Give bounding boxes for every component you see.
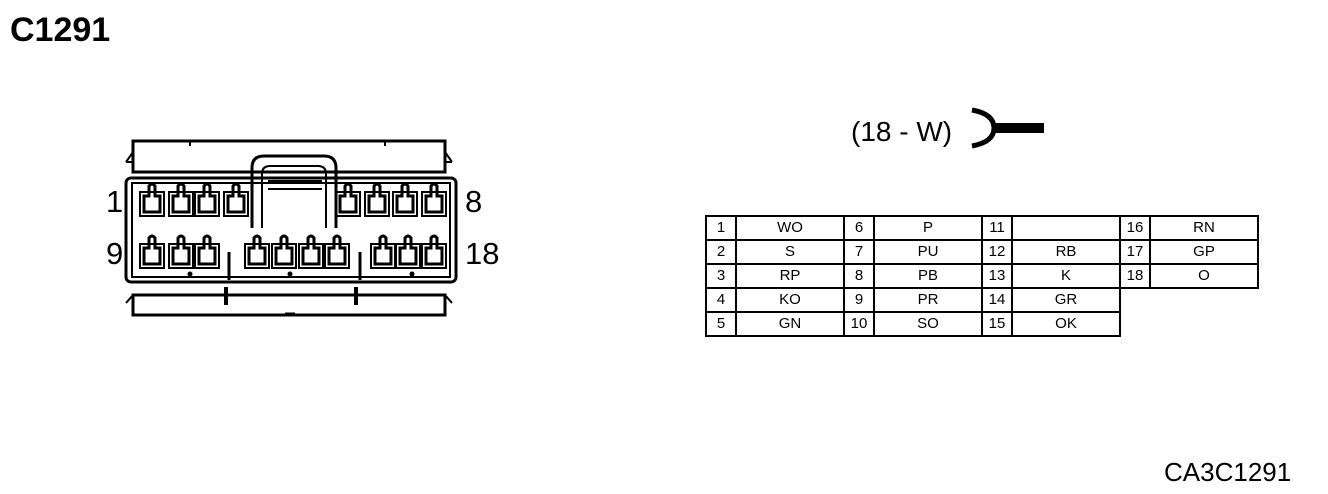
pin-number-cell: 9 — [843, 287, 875, 313]
terminal-cavity — [301, 234, 321, 266]
pin-number-cell: 4 — [705, 287, 737, 313]
pin-number-cell: 11 — [981, 215, 1013, 241]
terminal-cavity — [142, 182, 162, 214]
pin-number-cell: 7 — [843, 239, 875, 265]
wire-color-cell: GP — [1149, 239, 1259, 265]
empty-cell — [1150, 288, 1258, 312]
figure-code: CA3C1291 — [1164, 457, 1292, 487]
terminal-cavity-outline — [421, 243, 447, 269]
wire-color-cell: RB — [1011, 239, 1121, 265]
wire-color-cell: SO — [873, 311, 983, 337]
wire-color-cell: RP — [735, 263, 845, 289]
terminal-cavity — [373, 234, 393, 266]
connector-housing — [124, 176, 458, 284]
pin-number-cell: 5 — [705, 311, 737, 337]
pin-number-cell: 10 — [843, 311, 875, 337]
pin-label-1: 1 — [106, 184, 124, 219]
wire-color-cell: PR — [873, 287, 983, 313]
terminal-cavity-outline — [168, 243, 194, 269]
wire-color-cell: O — [1149, 263, 1259, 289]
terminal-cavity — [395, 182, 415, 214]
wire-color-cell: OK — [1011, 311, 1121, 337]
connector-latch — [250, 154, 338, 228]
empty-cell — [1120, 312, 1150, 336]
pin-number-cell: 14 — [981, 287, 1013, 313]
wire-color-cell: K — [1011, 263, 1121, 289]
pin-number-cell: 1 — [705, 215, 737, 241]
terminal-cavity-outline — [364, 191, 390, 217]
terminal-cavity — [247, 234, 267, 266]
pin-number-cell: 17 — [1119, 239, 1151, 265]
pin-label-8: 8 — [465, 184, 483, 219]
pin-number-cell: 16 — [1119, 215, 1151, 241]
terminal-cavity-outline — [421, 191, 447, 217]
terminal-cavity — [367, 182, 387, 214]
pin-number-cell: 15 — [981, 311, 1013, 337]
connector-title: C1291 — [10, 11, 111, 49]
empty-cell — [1150, 312, 1258, 336]
connector-bottom-rail — [131, 293, 447, 317]
terminal-cavity — [274, 234, 294, 266]
terminal-cavity — [171, 182, 191, 214]
connector-face-drawing — [124, 139, 458, 317]
terminal-cavity — [142, 234, 162, 266]
pin-number-cell: 6 — [843, 215, 875, 241]
pin-number-cell: 12 — [981, 239, 1013, 265]
terminal-cavity — [424, 234, 444, 266]
connector-type-label: (18 - W) — [851, 116, 953, 147]
terminal-cavity-outline — [392, 191, 418, 217]
terminal-cavity — [171, 234, 191, 266]
terminal-cavity-outline — [298, 243, 324, 269]
terminal-cavity-outline — [271, 243, 297, 269]
terminal-cavity-outline — [223, 191, 249, 217]
pin-number-cell: 8 — [843, 263, 875, 289]
terminal-cavity — [338, 182, 358, 214]
terminal-cavity-outline — [194, 191, 220, 217]
housing-dot — [287, 271, 293, 277]
terminal-cavity — [197, 234, 217, 266]
wire-color-cell: KO — [735, 287, 845, 313]
female-terminal-symbol — [971, 107, 1044, 149]
terminal-cavity-outline — [139, 191, 165, 217]
pin-number-cell: 18 — [1119, 263, 1151, 289]
terminal-cavity-outline — [139, 243, 165, 269]
wire-color-cell: PB — [873, 263, 983, 289]
terminal-cavity-outline — [395, 243, 421, 269]
terminal-cavity-outline — [244, 243, 270, 269]
wire-color-cell: P — [873, 215, 983, 241]
terminal-cavity — [197, 182, 217, 214]
wire-color-cell: PU — [873, 239, 983, 265]
connector-top-rail — [131, 139, 447, 174]
terminal-cavity-outline — [194, 243, 220, 269]
empty-cell — [1120, 288, 1150, 312]
wire-color-cell: WO — [735, 215, 845, 241]
terminal-cavity — [226, 182, 246, 214]
terminal-cavity-outline — [324, 243, 350, 269]
terminal-cavity — [424, 182, 444, 214]
pin-label-18: 18 — [465, 236, 500, 271]
pin-number-cell: 13 — [981, 263, 1013, 289]
terminal-cavity — [398, 234, 418, 266]
terminal-cavity-outline — [335, 191, 361, 217]
wire-color-cell: S — [735, 239, 845, 265]
wire-color-cell: GN — [735, 311, 845, 337]
pin-label-9: 9 — [106, 236, 124, 271]
wire-color-cell — [1011, 215, 1121, 241]
terminal-cavity-outline — [168, 191, 194, 217]
terminal-cavities — [139, 182, 447, 277]
pin-number-cell: 3 — [705, 263, 737, 289]
wire-color-cell: GR — [1011, 287, 1121, 313]
housing-dot — [187, 271, 193, 277]
pin-number-cell: 2 — [705, 239, 737, 265]
housing-dot — [409, 271, 415, 277]
terminal-cavity — [327, 234, 347, 266]
wire-color-cell: RN — [1149, 215, 1259, 241]
